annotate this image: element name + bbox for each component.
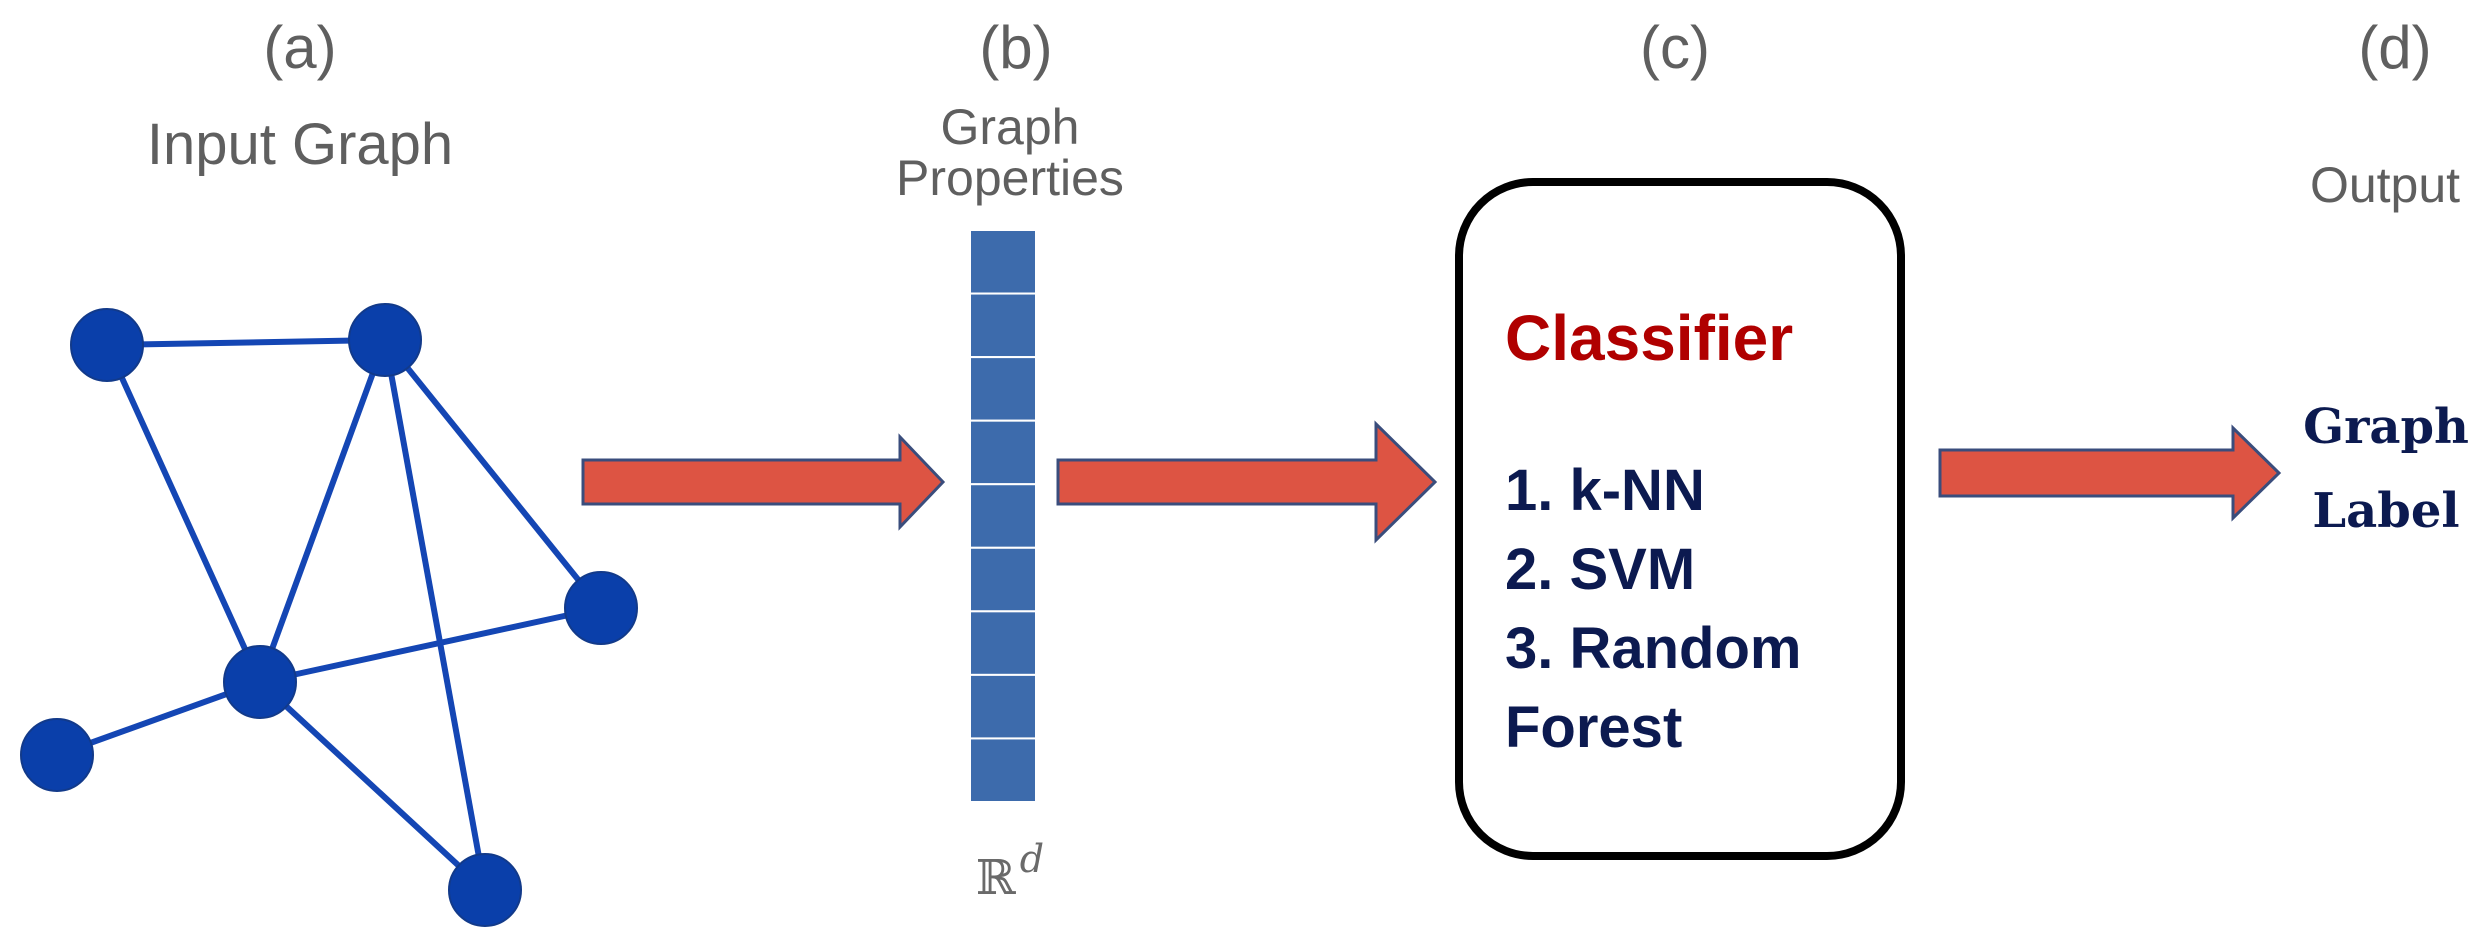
feature-vector [969, 229, 1037, 804]
classifier-box: Classifier 1. k-NN 2. SVM 3. Random Fore… [1455, 178, 1905, 860]
graph-edge-n4-n3 [259, 605, 602, 685]
method-forest: Forest [1505, 695, 1683, 760]
method-knn: 1. k-NN [1505, 458, 1705, 523]
graph-edge-n4-n6 [257, 679, 488, 893]
input-graph [20, 303, 638, 927]
feature-vector-cell [969, 292, 1037, 359]
real-numbers-symbol: ℝ [975, 850, 1016, 906]
graph-node-n1 [70, 308, 144, 382]
feature-vector-cell [969, 229, 1037, 295]
feature-vector-cell [969, 483, 1037, 549]
output-title: Output [2309, 157, 2461, 213]
classifier-title: Classifier [1505, 302, 1794, 374]
panel-label-a: (a) [263, 14, 337, 81]
arrow-properties-to-classifier [1056, 420, 1438, 544]
output-label-line-2: Label [2312, 483, 2460, 539]
feature-vector-cell [969, 737, 1037, 804]
input-graph-title: Input Graph [146, 112, 454, 177]
graph-properties-title-line-2: Properties [896, 150, 1124, 206]
arrow-classifier-to-output [1938, 424, 2282, 522]
classifier-method-list: 1. k-NN 2. SVM 3. Random Forest [1505, 451, 1915, 767]
panel-label-d: (d) [2358, 14, 2432, 81]
graph-node-n5 [20, 718, 94, 792]
graph-edges [55, 337, 604, 893]
output-graph-label: Graph Label [2286, 385, 2480, 553]
graph-node-n6 [448, 853, 522, 927]
graph-nodes [20, 303, 638, 927]
panel-label-b: (b) [979, 14, 1053, 81]
method-random: 3. Random [1505, 616, 1802, 681]
dimension-exponent: d [1019, 837, 1045, 881]
graph-edge-n1-n2 [106, 337, 386, 348]
feature-vector-cell [969, 546, 1037, 613]
feature-vector-cell [969, 610, 1037, 676]
panel-label-c: (c) [1640, 14, 1710, 81]
graph-node-n2 [348, 303, 422, 377]
feature-vector-cell [969, 673, 1037, 740]
feature-vector-cell [969, 419, 1037, 486]
graph-edge-n2-n3 [382, 338, 604, 610]
graph-node-n4 [223, 645, 297, 719]
graph-edge-n1-n4 [104, 343, 263, 684]
feature-vector-cell [969, 356, 1037, 422]
graph-properties-title: Graph Properties [860, 102, 1160, 204]
graph-edge-n2-n4 [257, 338, 388, 684]
graph-node-n3 [564, 571, 638, 645]
graph-properties-title-line-1: Graph [940, 99, 1080, 155]
arrow-graph-to-properties [581, 433, 946, 531]
output-label-line-1: Graph [2303, 399, 2469, 455]
graph-edge-n2-n6 [382, 339, 488, 891]
method-svm: 2. SVM [1505, 537, 1696, 602]
